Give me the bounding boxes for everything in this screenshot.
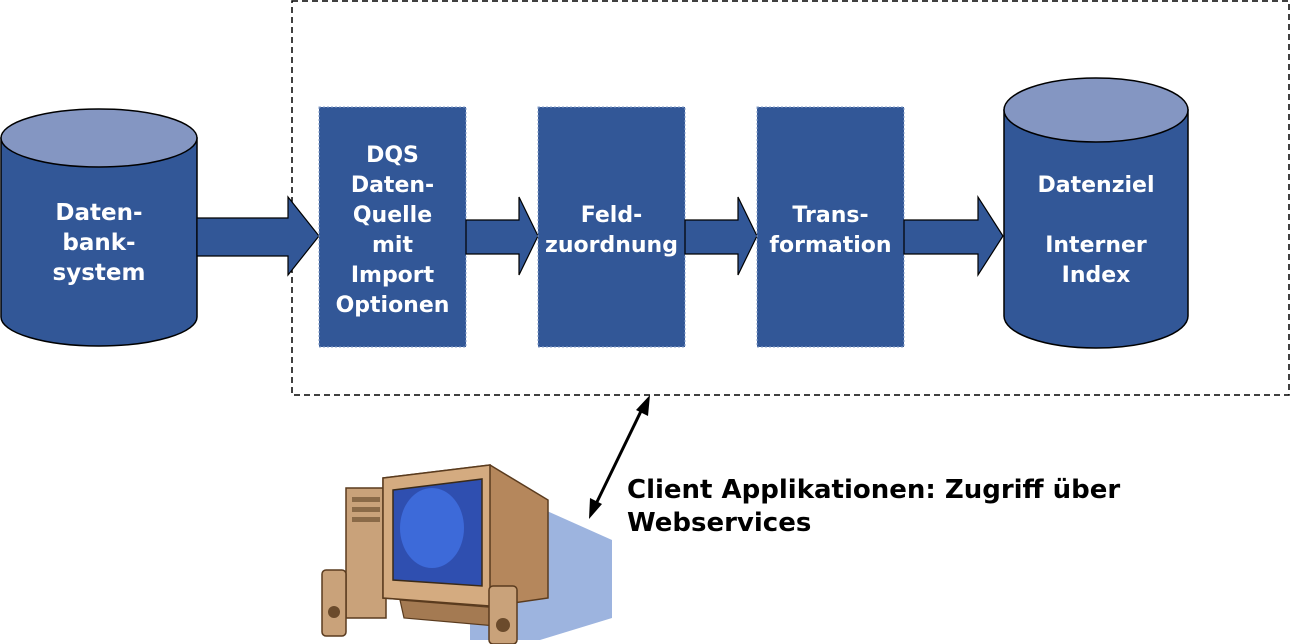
flow-arrow-1: [196, 195, 320, 277]
target-index-cylinder: [1003, 77, 1189, 349]
mapping-box: [537, 106, 686, 348]
flow-arrow-2: [465, 196, 539, 276]
client-caption: Client Applikationen: Zugriff über Webse…: [627, 475, 1121, 538]
source-label: Daten- bank- system: [52, 200, 146, 286]
transformation-box: [756, 106, 905, 348]
dqs-label: DQS Daten- Quelle mit Import Optionen: [335, 143, 450, 318]
flow-arrow-3: [684, 196, 758, 276]
target-label: Datenziel Interner Index: [1037, 173, 1155, 288]
computer-icon: [321, 464, 612, 644]
flow-arrow-4: [903, 194, 1004, 278]
mapping-label: Feld- zuordnung: [545, 203, 678, 258]
processing-boundary: [291, 0, 1290, 396]
transformation-label: Trans- formation: [769, 203, 892, 258]
client-connection-arrow: [589, 395, 650, 519]
dqs-box: [318, 106, 467, 348]
source-database-cylinder: [0, 108, 198, 347]
